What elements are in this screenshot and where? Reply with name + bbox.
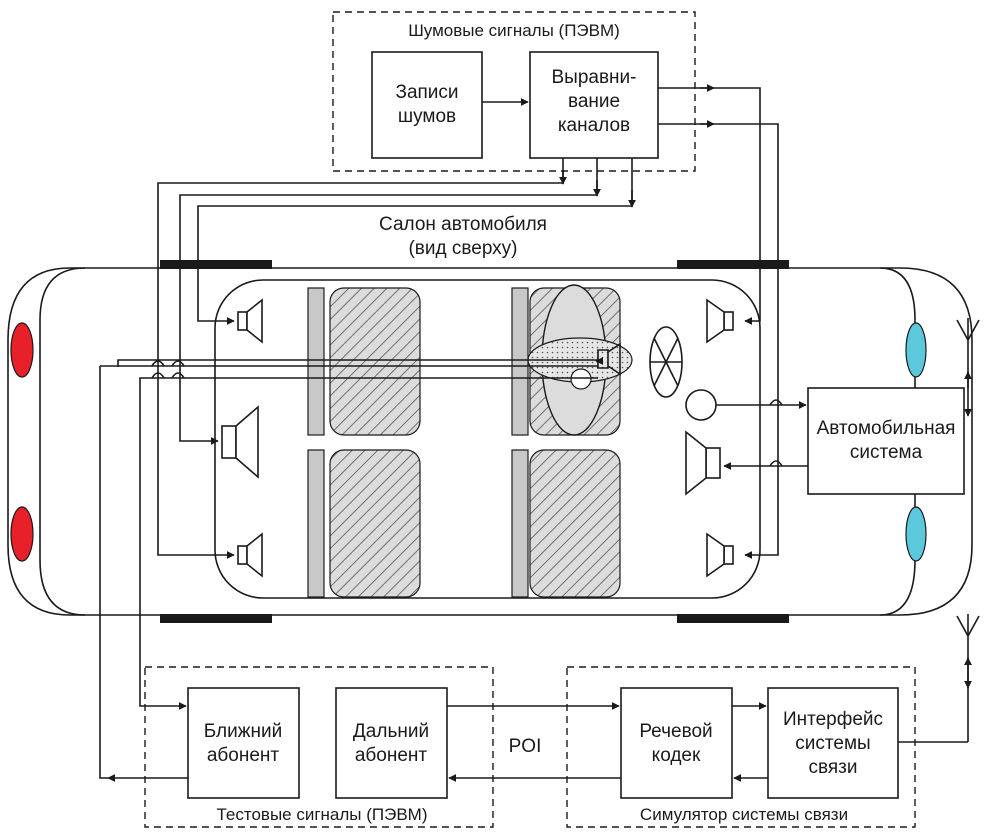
equalization-label-3: каналов — [558, 115, 630, 136]
car-body-outline — [7, 267, 973, 616]
speech-codec-label-2: кодек — [652, 745, 701, 766]
speaker-left-middle-icon — [221, 405, 259, 479]
automotive-system-label-2: система — [850, 442, 923, 463]
rear-seat-bottom — [329, 449, 421, 598]
car-top-view: Салон автомобиля (вид сверху) — [7, 214, 973, 623]
channel-equalization-block: Выравни- вание каналов — [529, 51, 659, 159]
test-signals-group: Ближний абонент Дальний абонент Тестовые… — [144, 666, 494, 828]
far-subscriber-label-2: абонент — [355, 745, 428, 766]
wire-head-to-near-subscriber — [139, 377, 598, 710]
driver-head — [570, 368, 592, 390]
antenna-bottom-icon — [956, 614, 980, 742]
noise-recordings-label-1: Записи — [395, 82, 458, 103]
noise-signals-group: Шумовые сигналы (ПЭВМ) Записи шумов Выра… — [332, 11, 696, 172]
speech-codec-block: Речевой кодек — [620, 687, 733, 799]
noise-recordings-block: Записи шумов — [371, 51, 483, 159]
wire-rear-right-speaker — [157, 266, 235, 559]
car-caption-line-2: (вид сверху) — [408, 238, 517, 259]
comm-interface-label-2: системы — [795, 733, 870, 754]
wire-near-to-head — [117, 359, 598, 367]
connections — [99, 84, 968, 782]
crossing-hump-5 — [769, 399, 783, 406]
wire-rear-left-speaker — [197, 266, 235, 325]
wire-left-middle-speaker — [179, 266, 219, 445]
front-seat-back-top — [511, 287, 529, 436]
automotive-system-label-1: Автомобильная — [817, 418, 956, 439]
crossing-hump-1 — [151, 360, 165, 367]
steering-wheel-icon — [649, 326, 683, 398]
near-subscriber-block: Ближний абонент — [187, 687, 300, 799]
front-left-wheel — [677, 260, 789, 269]
wire-eq-out-2 — [179, 158, 598, 266]
noise-group-title: Шумовые сигналы (ПЭВМ) — [408, 21, 620, 40]
comm-interface-label-3: связи — [809, 757, 858, 778]
taillight-bottom — [10, 506, 34, 562]
rear-right-wheel — [160, 614, 272, 623]
speaker-front-left-icon — [706, 298, 734, 344]
speech-codec-label-1: Речевой — [639, 721, 712, 742]
rear-left-wheel — [160, 260, 272, 269]
far-subscriber-label-1: Дальний — [353, 721, 429, 742]
far-subscriber-block: Дальний абонент — [335, 687, 448, 799]
speaker-rear-left-icon — [237, 298, 263, 344]
antenna-top-icon — [956, 318, 980, 417]
near-subscriber-label-2: абонент — [207, 745, 280, 766]
car-body-inner-outline — [39, 267, 86, 616]
cabin-outline — [214, 279, 761, 599]
comm-interface-label-1: Интерфейс — [783, 709, 883, 730]
crossing-hump-6 — [769, 460, 783, 467]
automotive-system-block: Автомобильная система — [807, 387, 965, 495]
speaker-front-right-icon — [706, 532, 734, 578]
comm-simulator-group: Речевой кодек Интерфейс системы связи Си… — [566, 666, 916, 828]
comm-interface-block: Интерфейс системы связи — [767, 687, 899, 799]
wire-front-left-speaker — [700, 87, 761, 325]
test-group-title: Тестовые сигналы (ПЭВМ) — [216, 805, 427, 824]
car-caption-line-1: Салон автомобиля — [379, 214, 547, 235]
crossing-hump-4 — [171, 372, 185, 379]
noise-recordings-label-2: шумов — [398, 106, 456, 127]
front-seat-bottom — [529, 449, 621, 598]
speaker-rear-right-icon — [237, 532, 263, 578]
microphone-icon — [685, 389, 717, 421]
equalization-label-2: вание — [568, 91, 620, 112]
comm-group-title: Симулятор системы связи — [640, 805, 848, 824]
rear-seat-top — [329, 287, 421, 436]
rear-seat-back-bottom — [307, 449, 325, 598]
taillight-top — [10, 322, 34, 378]
crossing-hump-2 — [171, 360, 185, 367]
wire-eq-out-3 — [197, 158, 633, 266]
rear-seat-back-top — [307, 287, 325, 436]
wire-front-right-speaker — [700, 123, 779, 559]
front-seat-back-bottom — [511, 449, 529, 598]
system-speaker-icon — [685, 430, 721, 496]
near-subscriber-label-1: Ближний — [204, 721, 282, 742]
headlight-top — [905, 322, 927, 378]
wire-head-to-near-left — [99, 366, 108, 779]
poi-label: POI — [509, 736, 542, 757]
equalization-label-1: Выравни- — [552, 67, 637, 88]
crossing-hump-3 — [151, 372, 165, 379]
headlight-bottom — [905, 506, 927, 562]
front-right-wheel — [677, 614, 789, 623]
